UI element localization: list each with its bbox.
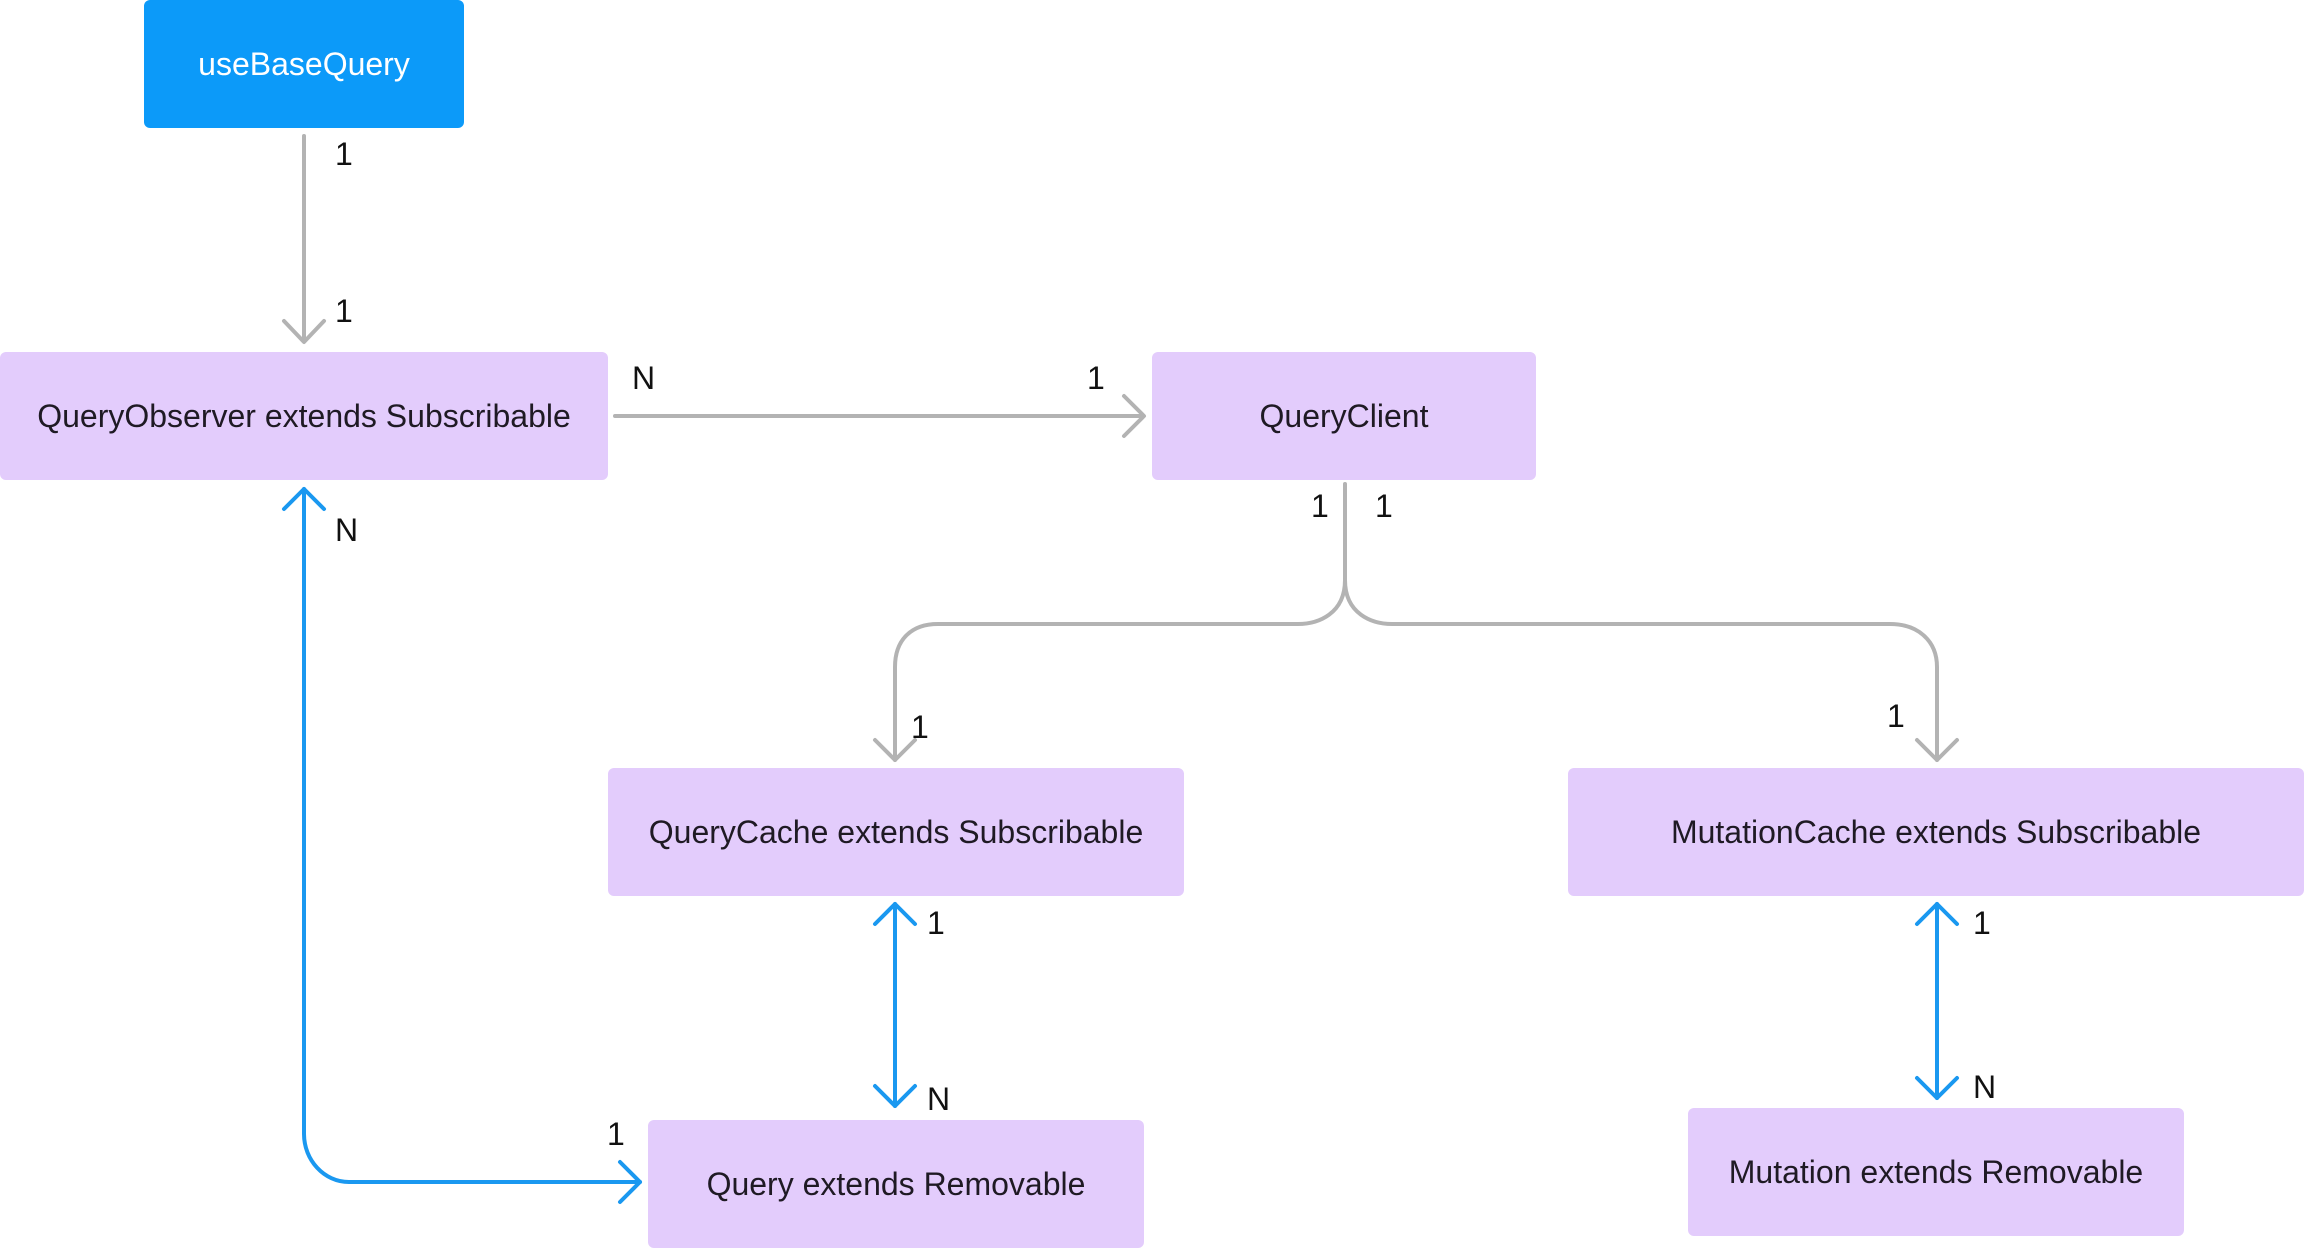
multiplicity-label: N	[632, 360, 656, 396]
multiplicity-label: 1	[1087, 360, 1105, 396]
arrowhead-observer-bottom	[282, 487, 326, 511]
multiplicity-label: 1	[335, 293, 353, 329]
edge-client-to-mutation-cache	[1343, 578, 1939, 762]
multiplicity-label: 1	[1375, 488, 1393, 524]
arrowhead-query-cache-top	[873, 738, 917, 762]
query-observer-node: QueryObserver extends Subscribable	[0, 352, 608, 480]
arrowhead-mutation-cache-bottom	[1915, 902, 1959, 926]
arrowhead-mutation-cache-top	[1915, 738, 1959, 762]
query-cache-node: QueryCache extends Subscribable	[608, 768, 1184, 896]
query-client-node: QueryClient	[1152, 352, 1536, 480]
arrowhead-query-cache-bottom	[873, 902, 917, 926]
edge-client-to-caches	[893, 482, 1347, 762]
mutation-cache-node: MutationCache extends Subscribable	[1568, 768, 2304, 896]
arrowhead-mutation-top	[1915, 1076, 1959, 1100]
arrowhead-query-top	[873, 1084, 917, 1108]
edge-query-to-observer	[302, 487, 642, 1184]
multiplicity-label: N	[927, 1081, 951, 1117]
multiplicity-label: 1	[607, 1116, 625, 1152]
multiplicity-label: 1	[1887, 698, 1905, 734]
multiplicity-label: 1	[1311, 488, 1329, 524]
multiplicity-label: 1	[927, 905, 945, 941]
arrowhead-observer-top	[282, 319, 326, 344]
multiplicity-label: 1	[911, 709, 929, 745]
multiplicity-label: N	[335, 512, 359, 548]
arrowhead-query-left	[618, 1160, 642, 1204]
multiplicity-label: N	[1973, 1069, 1997, 1105]
arrowhead-client-left	[1122, 394, 1146, 438]
mutation-node: Mutation extends Removable	[1688, 1108, 2184, 1236]
multiplicity-label: 1	[1973, 905, 1991, 941]
use-base-query-node: useBaseQuery	[144, 0, 464, 128]
query-node: Query extends Removable	[648, 1120, 1144, 1248]
multiplicity-label: 1	[335, 136, 353, 172]
